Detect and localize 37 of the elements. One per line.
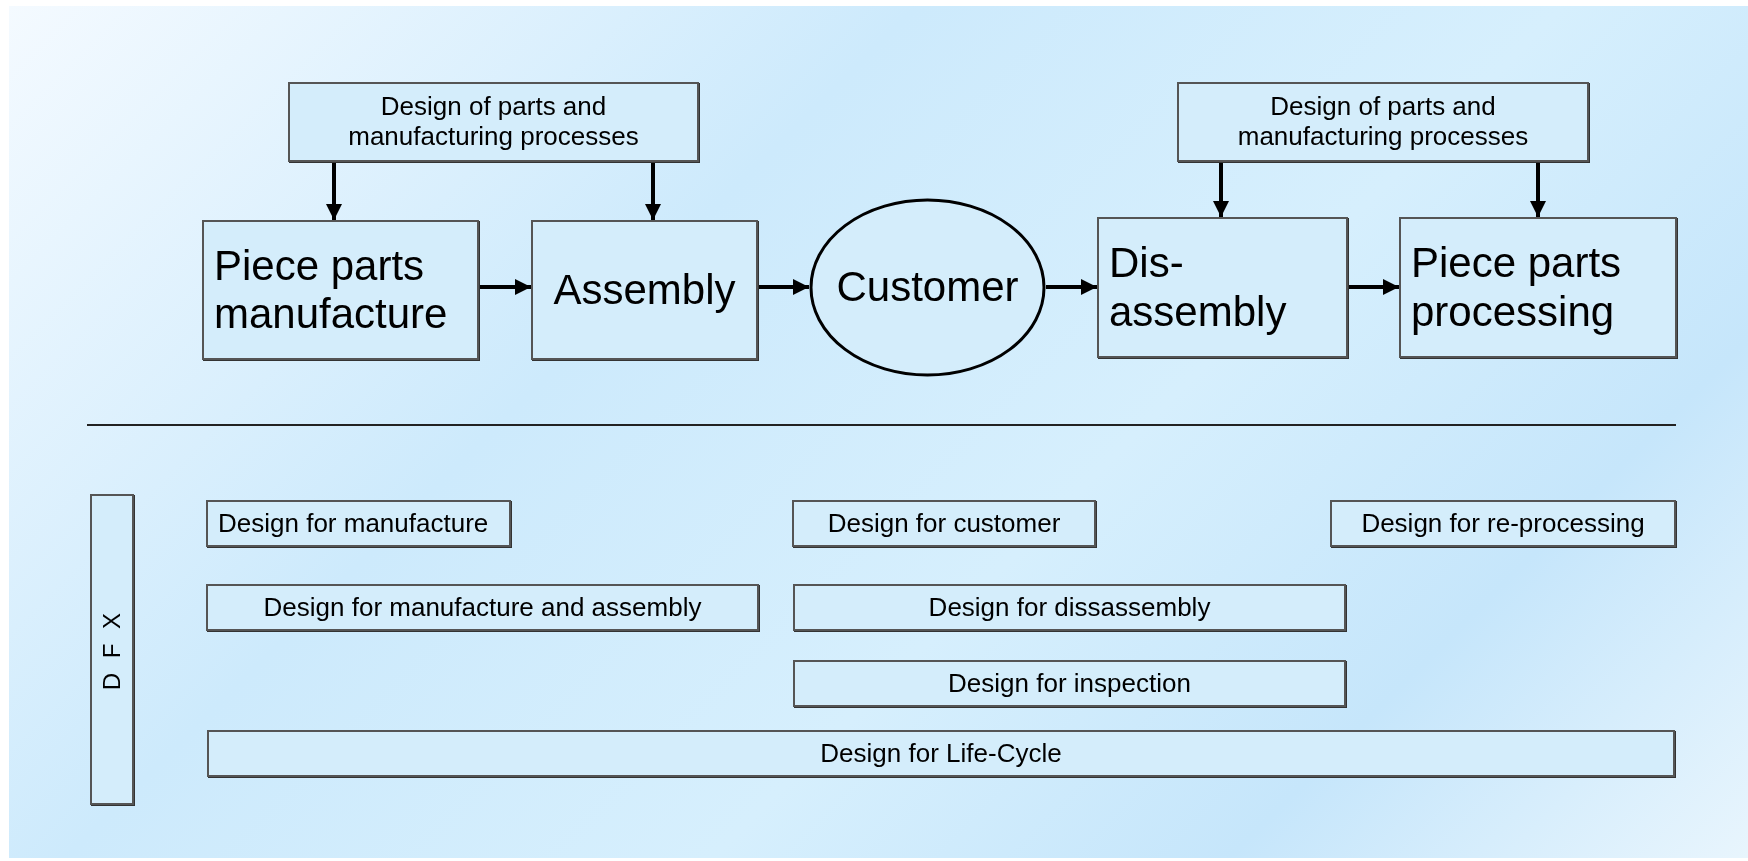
process-box [202, 220, 479, 360]
arrow [645, 162, 661, 220]
arrow [1530, 162, 1546, 217]
label-box [792, 500, 1096, 547]
node-label: Piece parts processing [1411, 239, 1623, 336]
label-box [793, 584, 1346, 631]
label-box [1330, 500, 1676, 547]
arrow [1046, 279, 1097, 295]
arrow [1213, 162, 1229, 217]
label-box [793, 660, 1346, 707]
node-label: Piece parts manufacture [214, 241, 449, 339]
arrow [326, 162, 342, 220]
node-label: Design for manufacture [218, 508, 489, 539]
label-box [207, 730, 1675, 777]
label-box [1177, 82, 1589, 162]
node-label: Design for manufacture and assembly [263, 592, 702, 623]
arrow [1348, 279, 1399, 295]
arrow [479, 279, 531, 295]
label-box [206, 584, 759, 631]
node-label: Design for re-processing [1361, 508, 1645, 539]
label-box [206, 500, 511, 547]
vertical-label-box [90, 494, 134, 805]
process-box [1399, 217, 1677, 358]
node-label: Dis- assembly [1109, 239, 1288, 336]
node-label: Design of parts and manufacturing processes [1236, 92, 1530, 152]
node-label: Design for inspection [948, 668, 1191, 699]
node-label: Design of parts and manufacturing processes [347, 92, 640, 152]
node-label: Design for customer [827, 508, 1061, 539]
label-box [288, 82, 699, 162]
arrow [758, 279, 809, 295]
node-label: Customer [836, 263, 1019, 312]
vertical-label: D F X [98, 608, 126, 691]
process-box [531, 220, 758, 360]
node-label: Assembly [553, 265, 736, 315]
process-box [1097, 217, 1348, 358]
node-label: Design for dissassembly [928, 592, 1211, 623]
node-label: Design for Life-Cycle [820, 738, 1062, 769]
